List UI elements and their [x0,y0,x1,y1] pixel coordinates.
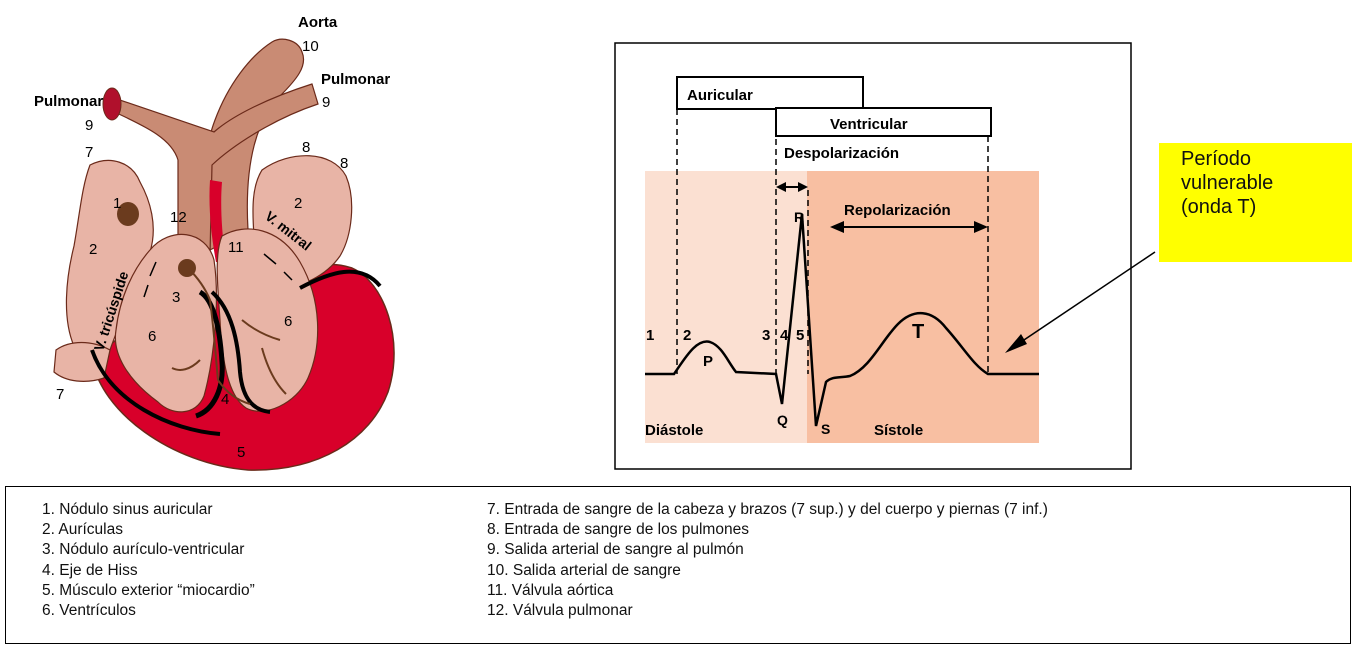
legend-item: 4. Eje de Hiss [42,561,138,579]
his-bundle [171,267,287,405]
diastole-label: Diástole [645,422,703,439]
legend-left-column: 1. Nódulo sinus auricular 2. Aurículas 3… [42,500,255,621]
legend-box: 1. Nódulo sinus auricular 2. Aurículas 3… [5,486,1351,644]
septum-line-right [210,290,271,414]
mitral-valve-marks [263,253,293,281]
callout-line-2: vulnerable [1181,172,1274,194]
auricular-box [676,76,864,110]
heart-diagram: Aorta 10 Pulmonar 9 Pulmonar 9 7 8 8 1 2… [34,14,395,471]
vena-cava-inferior [53,341,111,382]
num-2-left: 2 [89,241,97,258]
wave-p: P [703,353,713,370]
heart-outline-black [90,269,382,436]
av-node [178,259,196,277]
num-8-a: 8 [302,139,310,156]
num-6-right: 6 [284,313,292,330]
legend-item: 3. Nódulo aurículo-ventricular [42,541,245,559]
legend-item: 10. Salida arterial de sangre [487,561,681,579]
callout-pointer [1005,251,1156,353]
tricuspid-valve-marks [143,261,157,298]
wave-s: S [821,421,830,437]
left-ventricle [216,228,319,412]
ecg-point-2: 2 [683,327,691,344]
num-12: 12 [170,209,187,226]
sistole-label: Sístole [874,422,923,439]
repolarizacion-arrow [830,221,988,233]
num-5: 5 [237,444,245,461]
ecg-dashed-lines [676,109,989,374]
ecg-point-3: 3 [762,327,770,344]
pulmonar-right-label: Pulmonar [321,71,390,88]
num-10: 10 [302,38,319,55]
callout-line-3: (onda T) [1181,196,1257,218]
pulmonary-opening-left [102,87,122,121]
legend-item: 12. Válvula pulmonar [487,602,633,620]
num-7-bottom: 7 [56,386,64,403]
legend-item: 1. Nódulo sinus auricular [42,501,213,518]
aorta-label: Aorta [298,14,338,31]
ventricular-label: Ventricular [830,116,908,133]
auricular-label: Auricular [687,87,753,104]
vulnerable-period-callout: Período vulnerable (onda T) [1159,143,1352,262]
legend-item: 11. Válvula aórtica [487,581,614,599]
pulmonary-artery [109,83,319,256]
legend-item: 6. Ventrículos [42,602,136,620]
legend-right-column: 7. Entrada de sangre de la cabeza y braz… [487,500,1048,621]
legend-item: 5. Músculo exterior “miocardio” [42,581,255,599]
num-1: 1 [113,195,121,212]
num-3: 3 [172,289,180,306]
num-9-left: 9 [85,117,93,134]
num-9-right: 9 [322,94,330,111]
num-7-top: 7 [85,144,93,161]
repolarizacion-label: Repolarización [844,202,951,219]
ecg-point-5: 5 [796,327,804,344]
num-11: 11 [228,239,244,256]
legend-item: 7. Entrada de sangre de la cabeza y braz… [487,501,1048,518]
num-2-right: 2 [294,195,302,212]
ecg-trace [645,213,1039,427]
wave-q: Q [777,412,788,428]
ecg-point-4: 4 [780,327,789,344]
callout-line-1: Período [1181,148,1252,170]
legend-item: 8. Entrada de sangre de los pulmones [487,521,749,539]
num-8-b: 8 [340,155,348,172]
pulmonar-left-label: Pulmonar [34,93,103,110]
legend-item: 2. Aurículas [42,521,123,539]
ecg-diagram: Auricular Ventricular Despolarización Re… [614,42,1132,470]
wave-r: R [794,209,804,225]
wave-t: T [912,321,924,343]
ecg-point-1: 1 [646,327,654,344]
qrs-arrow [776,182,808,192]
sinus-node [117,202,139,226]
legend-item: 9. Salida arterial de sangre al pulmón [487,541,744,559]
sistole-region [807,171,1039,443]
num-6-left: 6 [148,328,156,345]
despolarizacion-label: Despolarización [784,145,899,162]
num-4: 4 [221,391,229,408]
